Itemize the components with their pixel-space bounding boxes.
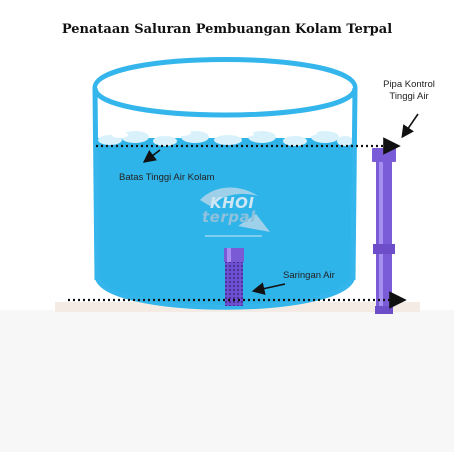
- logo-line-2: terpal: [202, 208, 256, 226]
- khoi-logo-icon: [200, 187, 270, 237]
- water-body: [97, 138, 353, 308]
- control-pipe: [372, 148, 396, 314]
- logo-line-1: KHOI: [210, 194, 255, 212]
- arrow-pointer-icon: [251, 282, 286, 295]
- pond-rim-front: [92, 87, 358, 118]
- water-foam: [98, 131, 353, 146]
- label-control-pipe-line2: Tinggi Air: [389, 91, 429, 102]
- pond-bottom: [94, 274, 356, 310]
- label-filter: Saringan Air: [283, 270, 335, 281]
- ground-floor: [0, 310, 454, 452]
- water-filter: [224, 248, 244, 306]
- pond-interior: [97, 64, 353, 138]
- page-title: Penataan Saluran Pembuangan Kolam Terpal: [61, 22, 393, 37]
- pond-rim-back: [92, 57, 358, 89]
- label-control-pipe-line1: Pipa Kontrol: [383, 79, 435, 90]
- water-foam-highlights: [112, 130, 317, 138]
- arrow-pointer-icon: [401, 113, 419, 139]
- label-water-level: Batas Tinggi Air Kolam: [119, 172, 215, 183]
- arrow-pointer-icon: [142, 149, 161, 163]
- label-control-pipe: Pipa Kontrol Tinggi Air: [368, 79, 450, 103]
- pond-wall-left: [92, 87, 100, 281]
- logo-text: KHOI terpal: [202, 194, 256, 225]
- pond-wall-right: [350, 87, 358, 281]
